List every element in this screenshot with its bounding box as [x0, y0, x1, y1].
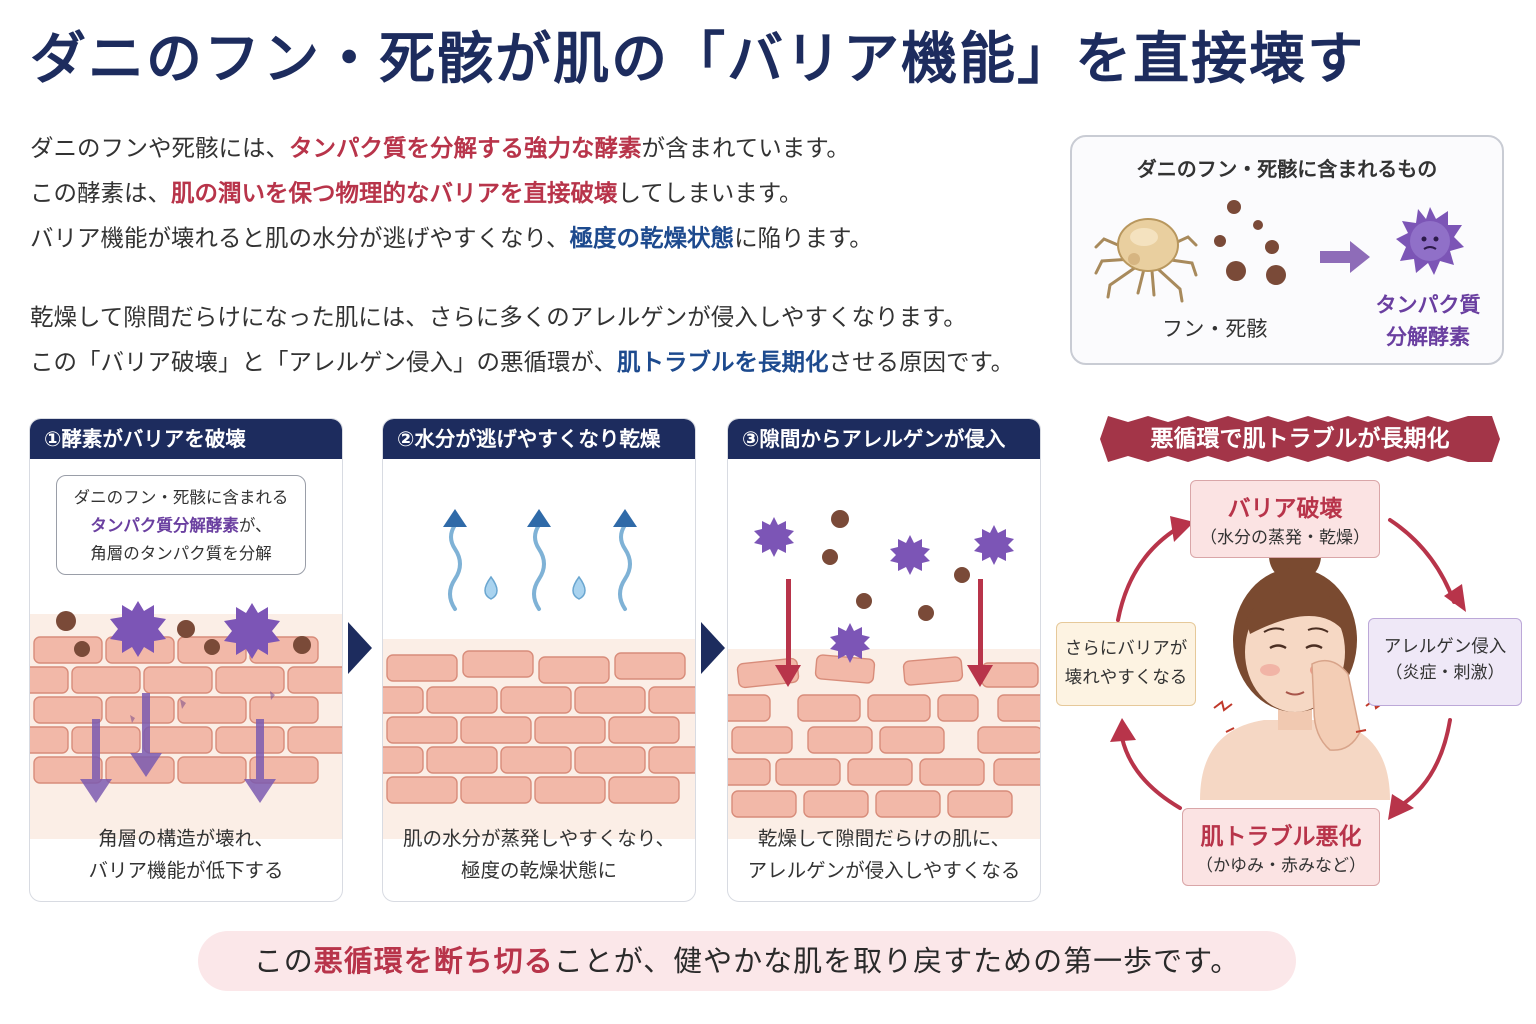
- bubble-line-1: ダニのフン・死骸に含まれる: [73, 488, 289, 507]
- footer-highlight: 悪循環を断ち切る: [313, 944, 554, 978]
- step-1-header: ①酵素がバリアを破壊: [30, 419, 342, 459]
- step-1-panel: ①酵素がバリアを破壊 ダニのフン・死骸に含まれる タンパク質分解酵素が、 角層の: [29, 418, 343, 902]
- intro-line-3: バリア機能が壊れると肌の水分が逃げやすくなり、極度の乾燥状態に陥ります。: [30, 216, 1070, 261]
- intro-highlight-dryness: 極度の乾燥状態: [569, 224, 735, 252]
- intro-highlight-trouble: 肌トラブルを長期化: [617, 348, 829, 376]
- node-main-label: さらにバリアが 壊れやすくなる: [1057, 623, 1195, 693]
- footer-text-segment: この: [253, 944, 314, 978]
- intro-text-segment: が含まれています。: [641, 134, 850, 162]
- cycle-node-barrier-breakdown: バリア破壊 （水分の蒸発・乾燥）: [1190, 480, 1380, 558]
- intro-text-segment: させる原因です。: [828, 348, 1015, 376]
- mite-contents-box: ダニのフン・死骸に含まれるもの フン・死骸 タンパク質 分解酵素: [1070, 135, 1504, 365]
- chevron-right-icon: [348, 622, 372, 674]
- step-3-panel: ③隙間からアレルゲンが侵入 乾燥して隙間だらけの肌に、 アレルゲンが侵入しやすく…: [727, 418, 1041, 902]
- cycle-node-allergen-invasion: アレルゲン侵入 （炎症・刺激）: [1368, 618, 1522, 706]
- step-2-caption: 肌の水分が蒸発しやすくなり、 極度の乾燥状態に: [383, 823, 695, 887]
- bubble-line-3: 角層のタンパク質を分解: [90, 544, 272, 563]
- intro-text-segment: この酵素は、: [30, 179, 171, 207]
- banner-burst-shape: [1100, 416, 1500, 462]
- node-main-label: アレルゲン侵入: [1383, 637, 1507, 657]
- page-title: ダニのフン・死骸が肌の「バリア機能」を直接壊す: [30, 27, 1366, 92]
- node-main-label: バリア破壊: [1227, 496, 1343, 522]
- intro-line-4: 乾燥して隙間だらけになった肌には、さらに多くのアレルゲンが侵入しやすくなります。: [30, 303, 967, 331]
- bubble-enzyme-highlight: タンパク質分解酵素: [90, 516, 239, 535]
- footer-text-segment: ことが、健やかな肌を取り戻すための第一歩です。: [553, 944, 1241, 978]
- enzyme-label-line-2: 分解酵素: [1386, 325, 1470, 349]
- node-line-1: さらにバリアが: [1064, 639, 1188, 659]
- caption-line-2: バリア機能が低下する: [88, 859, 284, 882]
- intro-highlight-enzyme: タンパク質を分解する強力な酵素: [288, 134, 642, 162]
- enzyme-label-line-1: タンパク質: [1375, 293, 1481, 317]
- intro-text-segment: ダニのフンや死骸には、: [30, 134, 289, 162]
- step-1-caption: 角層の構造が壊れ、 バリア機能が低下する: [30, 823, 342, 887]
- node-main-label: 肌トラブル悪化: [1200, 824, 1362, 850]
- intro-line-1: ダニのフンや死骸には、タンパク質を分解する強力な酵素が含まれています。: [30, 126, 1070, 171]
- step-2-panel: ②水分が逃げやすくなり乾燥 肌の水分が蒸発しやすくなり、 極度の乾燥状態に: [382, 418, 696, 902]
- mite-contents-title: ダニのフン・死骸に含まれるもの: [1136, 157, 1438, 181]
- woman-icon: [1200, 530, 1390, 800]
- caption-line-2: アレルゲンが侵入しやすくなる: [747, 859, 1021, 882]
- caption-line-1: 角層の構造が壊れ、: [98, 827, 274, 850]
- step-2-skin-illustration: [383, 509, 695, 839]
- step-3-caption: 乾燥して隙間だらけの肌に、 アレルゲンが侵入しやすくなる: [728, 823, 1040, 887]
- node-sub-label: （かゆみ・赤みなど）: [1196, 856, 1366, 876]
- step-1-speech-bubble: ダニのフン・死骸に含まれる タンパク質分解酵素が、 角層のタンパク質を分解: [56, 475, 306, 575]
- step-2-header: ②水分が逃げやすくなり乾燥: [383, 419, 695, 459]
- step-1-skin-illustration: [30, 601, 342, 839]
- cycle-diagram: [1110, 516, 1466, 820]
- cycle-banner-text: 悪循環で肌トラブルが長期化: [1150, 426, 1450, 452]
- intro-text-segment: この「バリア破壊」と「アレルゲン侵入」の悪循環が、: [30, 348, 618, 376]
- node-line-2: 壊れやすくなる: [1064, 668, 1188, 688]
- cycle-node-skin-trouble: 肌トラブル悪化 （かゆみ・赤みなど）: [1182, 808, 1380, 886]
- intro-line-5: この「バリア破壊」と「アレルゲン侵入」の悪循環が、肌トラブルを長期化させる原因で…: [30, 340, 1070, 385]
- caption-line-1: 乾燥して隙間だらけの肌に、: [757, 827, 1011, 850]
- node-sub-label: （炎症・刺激）: [1385, 663, 1505, 683]
- node-sub-label: （水分の蒸発・乾燥）: [1200, 528, 1370, 548]
- chevron-right-icon: [701, 622, 725, 674]
- enzyme-virus-icon: [1396, 207, 1464, 275]
- intro-text-segment: してしまいます。: [617, 179, 803, 207]
- arrow-right-icon: [1320, 241, 1370, 273]
- caption-line-2: 極度の乾燥状態に: [460, 859, 617, 882]
- droppings-label: フン・死骸: [1162, 317, 1268, 341]
- step-3-skin-illustration: [728, 510, 1040, 839]
- intro-text-segment: に陥ります。: [734, 224, 873, 252]
- caption-line-1: 肌の水分が蒸発しやすくなり、: [402, 827, 676, 850]
- cycle-node-barrier-weakens: さらにバリアが 壊れやすくなる: [1056, 622, 1196, 706]
- intro-line-2: この酵素は、肌の潤いを保つ物理的なバリアを直接破壊してしまいます。: [30, 171, 1070, 216]
- enzyme-label: タンパク質 分解酵素: [1368, 289, 1488, 353]
- intro-text-segment: バリア機能が壊れると肌の水分が逃げやすくなり、: [30, 224, 570, 252]
- mite-and-droppings-icon: [1094, 200, 1286, 303]
- footer-message: この悪循環を断ち切ることが、健やかな肌を取り戻すための第一歩です。: [198, 931, 1296, 991]
- bubble-text-segment: が、: [238, 516, 272, 535]
- intro-text: ダニのフンや死骸には、タンパク質を分解する強力な酵素が含まれています。 この酵素…: [30, 126, 1070, 385]
- intro-highlight-barrier: 肌の潤いを保つ物理的なバリアを直接破壊: [171, 179, 618, 207]
- cycle-banner: 悪循環で肌トラブルが長期化: [1098, 414, 1502, 464]
- step-3-header: ③隙間からアレルゲンが侵入: [728, 419, 1040, 459]
